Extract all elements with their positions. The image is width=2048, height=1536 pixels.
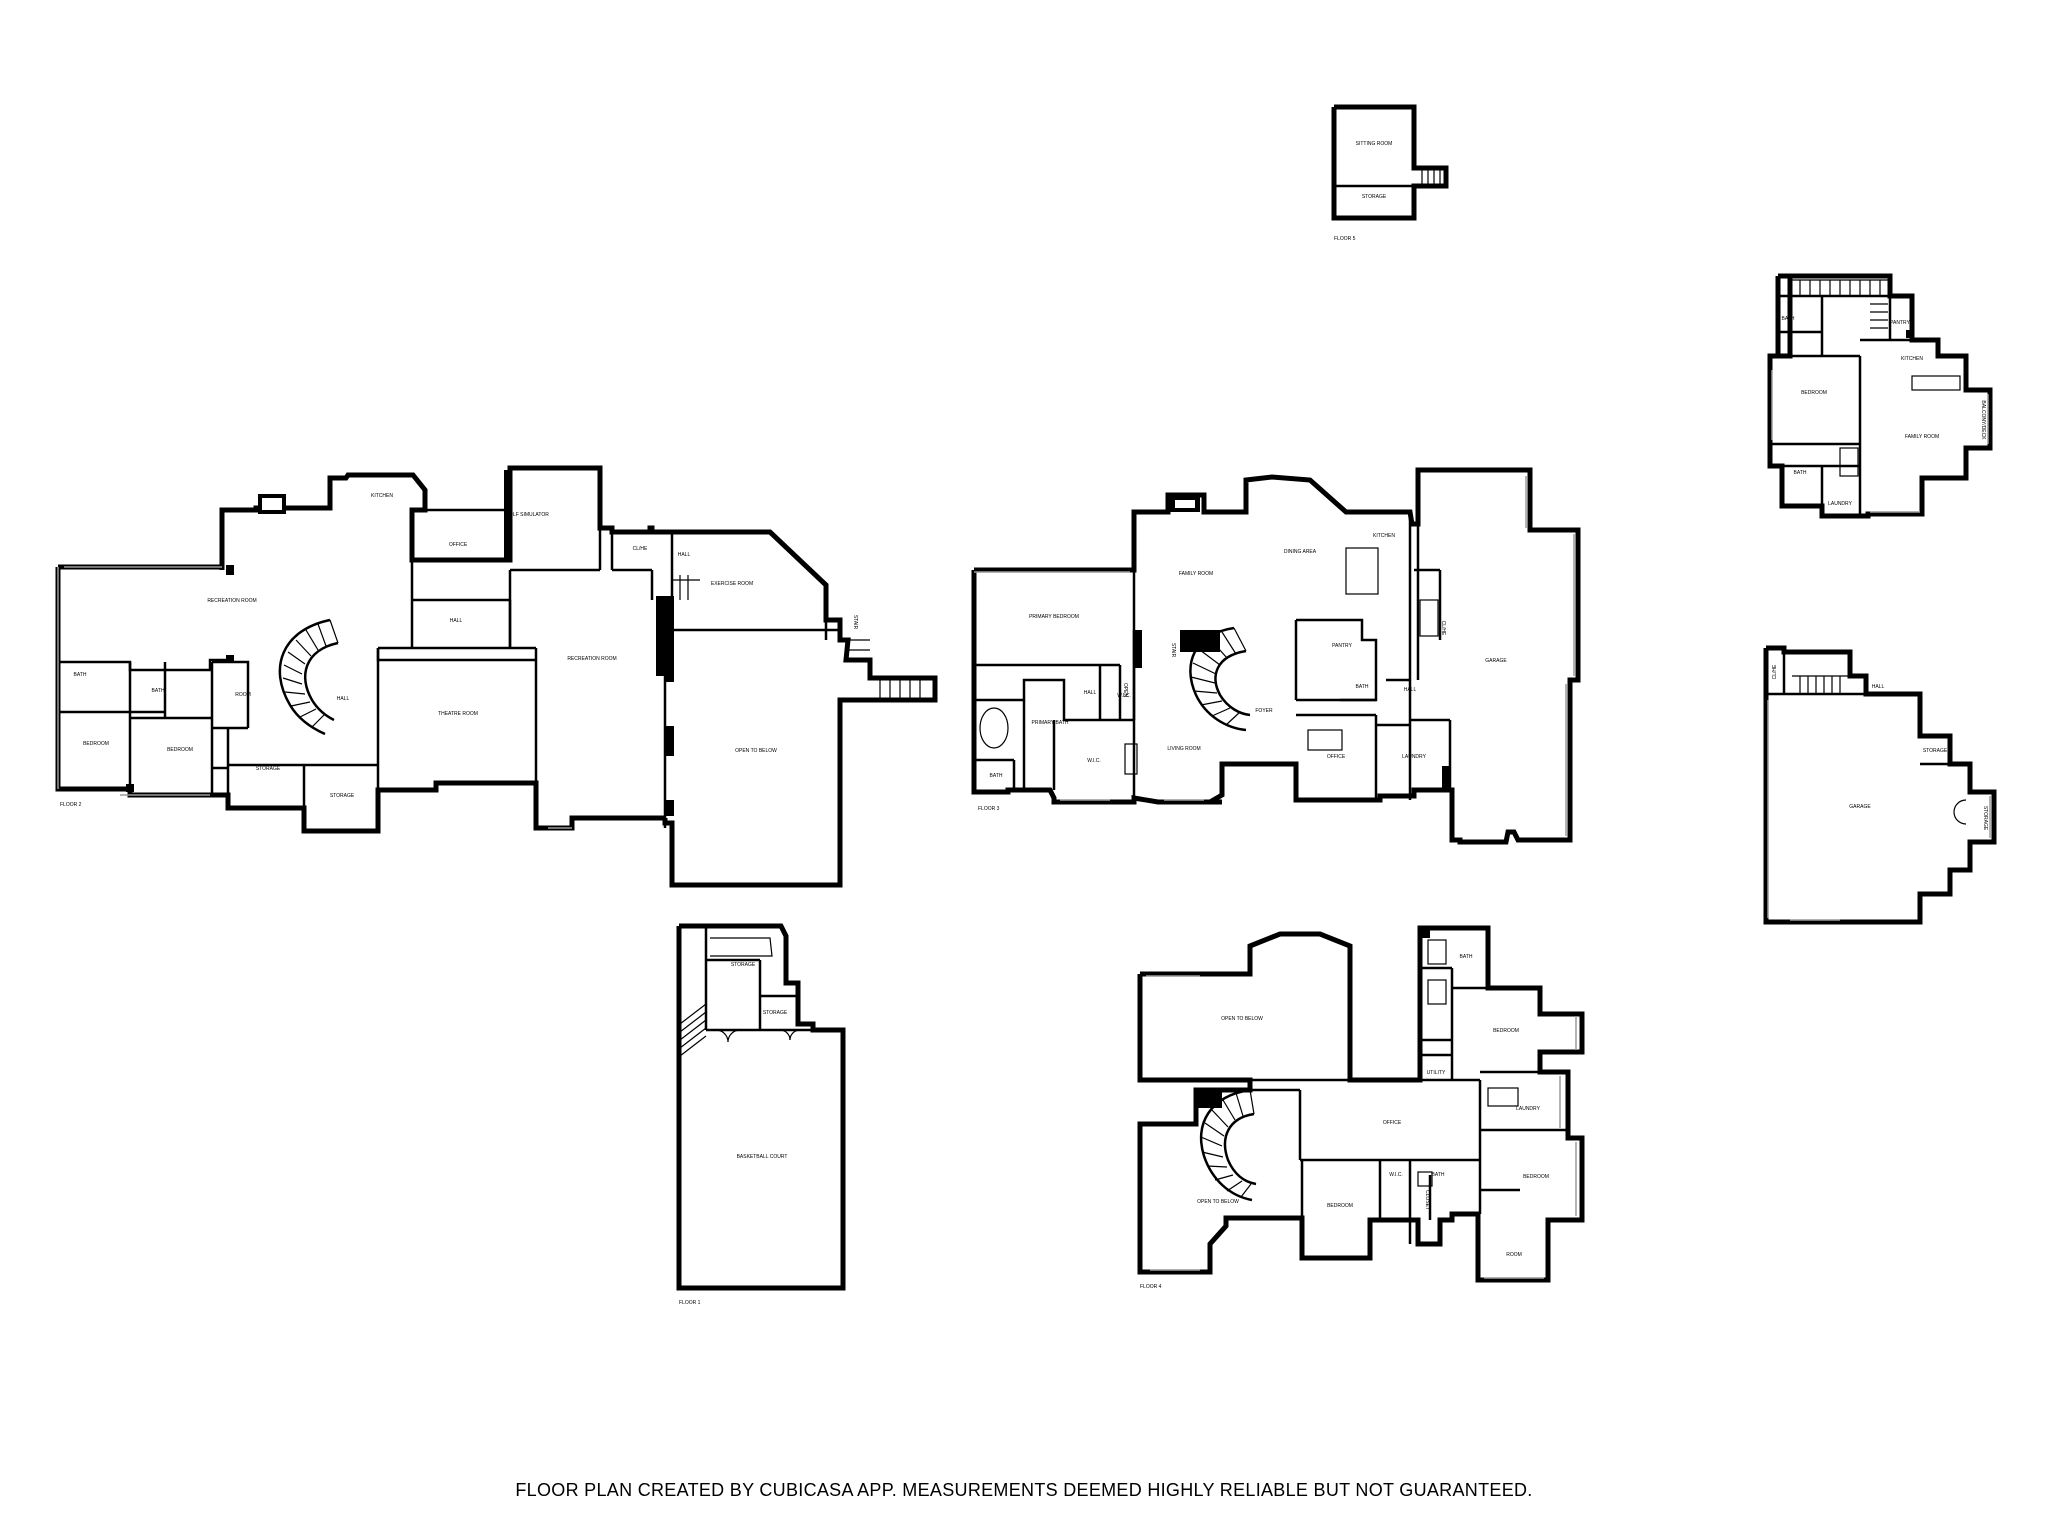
room-label: BATH (1782, 316, 1795, 322)
room-label: HALL (1084, 690, 1097, 696)
floor-2-plan: RECREATION ROOM KITCHEN OFFICE GOLF SIMU… (55, 465, 938, 888)
room-label: PANTRY (1890, 320, 1910, 326)
floor-3-plan: PRIMARY BEDROOM FAMILY ROOM DINING AREA … (971, 467, 1581, 845)
room-label: BASKETBALL COURT (737, 1154, 788, 1160)
room-label: FAMILY ROOM (1179, 571, 1213, 577)
room-label: W.I.C. (1087, 758, 1101, 764)
unit-b-plan: CL/HE HALL STORAGE GARAGE STORAGE (1763, 645, 1997, 925)
room-label: PANTRY (1332, 643, 1352, 649)
room-label: SITTING ROOM (1356, 141, 1393, 147)
room-label: BATH (74, 672, 87, 678)
floor-label: FLOOR 3 (978, 806, 1000, 812)
room-label: STORAGE (763, 1010, 788, 1016)
room-label: ROOM (235, 692, 251, 698)
room-label: DINING AREA (1284, 549, 1317, 555)
room-label: W.I.C. (1117, 693, 1131, 699)
room-label: ROOM (1506, 1252, 1522, 1258)
room-label: KITCHEN (371, 493, 393, 499)
room-label: FAMILY ROOM (1905, 434, 1939, 440)
room-label: BEDROOM (1327, 1203, 1353, 1209)
room-label: W.I.C. (1389, 1172, 1403, 1178)
room-label: HALL (450, 618, 463, 624)
room-label: CL/HE (1440, 621, 1446, 636)
room-label: THEATRE ROOM (438, 711, 478, 717)
floor-1-plan: STORAGE STORAGE BASKETBALL COURT FLOOR 1 (676, 923, 846, 1306)
room-label: BATH (1432, 1172, 1445, 1178)
room-label: BALCONY/DECK (1980, 400, 1986, 440)
room-label: CL/HE (633, 546, 648, 552)
floor-label: FLOOR 2 (60, 802, 82, 808)
room-label: OPEN TO BELOW (735, 748, 777, 754)
room-label: HALL (1404, 687, 1417, 693)
room-label: STORAGE (731, 962, 756, 968)
room-label: HALL (1872, 684, 1885, 690)
room-label: BEDROOM (83, 741, 109, 747)
room-label: UTILITY (1427, 1070, 1446, 1076)
room-label: STORAGE (1362, 194, 1387, 200)
room-label: STORAGE (1923, 748, 1948, 754)
room-label: BEDROOM (1801, 390, 1827, 396)
room-label: CL/HE (1772, 664, 1778, 679)
room-label: BATH (1794, 470, 1807, 476)
room-label: LAUNDRY (1516, 1106, 1540, 1112)
room-label: HALL (337, 696, 350, 702)
room-label: BATH (990, 773, 1003, 779)
floor-4-plan: OPEN TO BELOW BATH BEDROOM UTILITY LAUND… (1137, 925, 1585, 1290)
room-label: PRIMARY BEDROOM (1029, 614, 1079, 620)
room-label: STORAGE (256, 766, 281, 772)
room-label: OPEN TO BELOW (1221, 1016, 1263, 1022)
unit-a-plan: BATH PANTRY KITCHEN BEDROOM FAMILY ROOM … (1767, 273, 1993, 519)
room-label: BATH (152, 688, 165, 694)
room-label: KITCHEN (1901, 356, 1923, 362)
room-label: STORAGE (330, 793, 355, 799)
room-label: BATH (1356, 684, 1369, 690)
room-label: OPEN TO BELOW (1197, 1199, 1239, 1205)
room-label: LAUNDRY (1828, 501, 1852, 507)
room-label: LIVING ROOM (1167, 746, 1200, 752)
room-label: STAIR (852, 615, 858, 630)
room-label: FOYER (1255, 708, 1273, 714)
room-label: KITCHEN (1373, 533, 1395, 539)
room-label: CLOSET (1424, 1190, 1430, 1210)
disclaimer-text: FLOOR PLAN CREATED BY CUBICASA APP. MEAS… (515, 1480, 1533, 1500)
room-label: LAUNDRY (1402, 754, 1426, 760)
room-label: HALL (678, 552, 691, 558)
room-label: PRIMARY BATH (1032, 720, 1069, 726)
room-label: OFFICE (449, 542, 468, 548)
room-label: BEDROOM (167, 747, 193, 753)
room-label: GARAGE (1849, 804, 1871, 810)
room-label: RECREATION ROOM (567, 656, 616, 662)
room-label: OPEN (1122, 683, 1128, 698)
room-label: STAIR (1170, 643, 1176, 658)
room-label: GARAGE (1485, 658, 1507, 664)
room-label: BEDROOM (1493, 1028, 1519, 1034)
room-label: EXERCISE ROOM (711, 581, 753, 587)
room-label: STORAGE (1982, 806, 1988, 831)
floor-label: FLOOR 4 (1140, 1284, 1162, 1290)
room-label: BATH (1460, 954, 1473, 960)
room-label: GOLF SIMULATOR (505, 512, 549, 518)
floor-5-plan: SITTING ROOM STORAGE FLOOR 5 (1331, 104, 1449, 242)
room-label: OFFICE (1327, 754, 1346, 760)
room-label: RECREATION ROOM (207, 598, 256, 604)
floor-label: FLOOR 1 (679, 1300, 701, 1306)
room-label: BEDROOM (1523, 1174, 1549, 1180)
floor-label: FLOOR 5 (1334, 236, 1356, 242)
room-label: OFFICE (1383, 1120, 1402, 1126)
